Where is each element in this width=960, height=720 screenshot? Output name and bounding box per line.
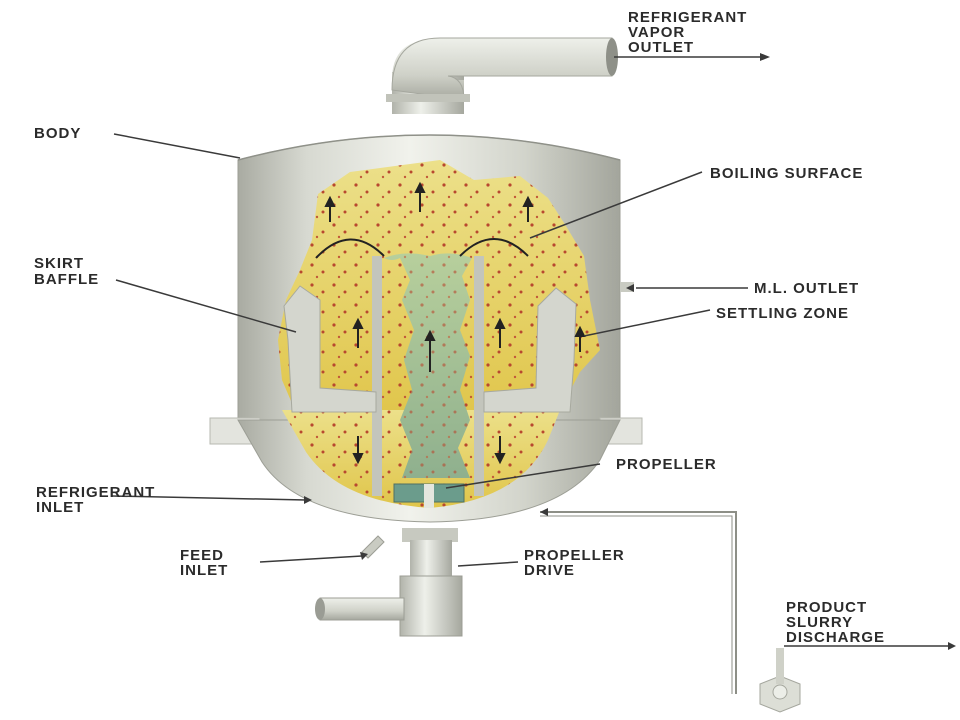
cutaway-interior <box>278 160 600 508</box>
label-skirt-baffle: SKIRT BAFFLE <box>34 255 99 288</box>
label-boiling-surface: BOILING SURFACE <box>710 165 863 182</box>
label-feed-inlet: FEED INLET <box>180 547 229 579</box>
label-propeller-drive: PROPELLER DRIVE <box>524 547 630 579</box>
leader-arrowheads <box>304 53 956 650</box>
label-product-slurry-discharge: PRODUCT SLURRY DISCHARGE <box>786 599 885 646</box>
label-ml-outlet: M.L. OUTLET <box>754 280 859 297</box>
ml-outlet-nozzle <box>620 282 634 292</box>
vapor-outlet-pipe <box>386 37 618 114</box>
label-refrigerant-vapor-outlet: REFRIGERANT VAPOR OUTLET <box>628 9 753 56</box>
label-refrigerant-inlet: REFRIGERANT INLET <box>36 484 161 516</box>
product-discharge-piping <box>540 511 801 713</box>
leader-lines <box>111 56 948 647</box>
label-settling-zone: SETTLING ZONE <box>716 305 849 322</box>
label-propeller: PROPELLER <box>616 456 717 473</box>
propeller-drive-assembly <box>315 528 463 637</box>
label-body: BODY <box>34 125 81 142</box>
